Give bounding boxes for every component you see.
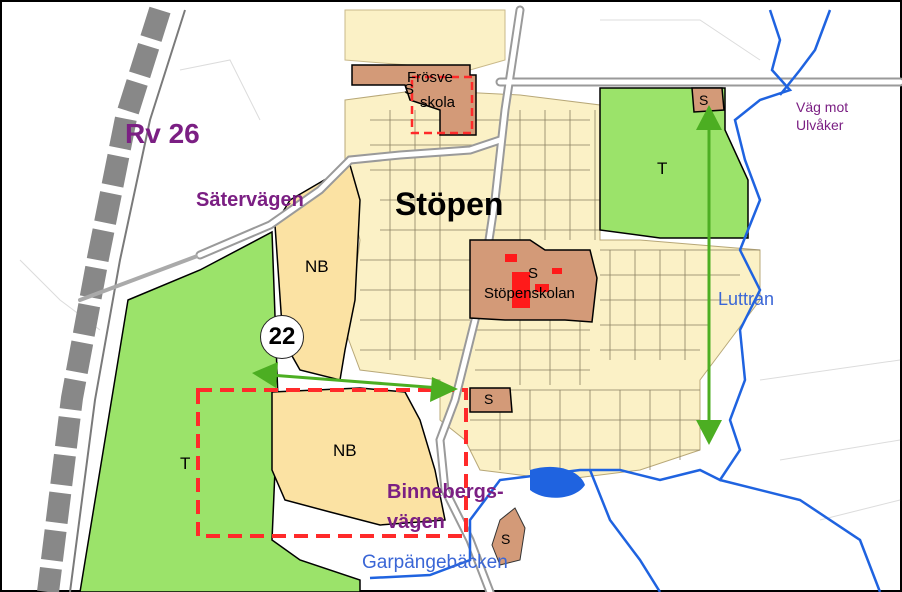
label-rv26: Rv 26 (125, 118, 200, 149)
water-streams (369, 9, 882, 592)
zone-s-top-right (691, 87, 725, 113)
label-zone-nb-lower: NB (333, 441, 357, 460)
label-garpangebacken: Garpängebäcken (362, 552, 508, 573)
zone-s-mid (469, 387, 513, 413)
label-satervagen: Sätervägen (196, 189, 304, 211)
pond (530, 466, 585, 498)
road-edges (197, 7, 902, 592)
street-grid (360, 110, 760, 470)
label-frosve-2: skola (420, 94, 456, 111)
planning-boundary-small (410, 75, 474, 135)
label-zone-t-left: T (180, 454, 191, 473)
road-rv26 (37, 6, 186, 592)
label-stopen: Stöpen (395, 186, 504, 222)
number-marker-text: 22 (268, 323, 296, 350)
planning-boundary (196, 388, 468, 538)
label-vag-mot-1: Väg mot (796, 99, 849, 115)
label-vag-mot-2: Ulvåker (796, 117, 844, 133)
zone-t-left (79, 230, 361, 592)
label-zone-nb-upper: NB (305, 257, 329, 276)
label-binnebergs-1: Binnebergs- (387, 481, 504, 503)
zone-s-bottom (491, 507, 526, 566)
label-stopenskolan: Stöpenskolan (484, 285, 575, 302)
label-s-stopenskolan: S (528, 265, 539, 282)
zone-s-frosve (351, 64, 477, 136)
label-frosve-1: Frösve (407, 69, 453, 86)
label-s-bottom: S (501, 531, 511, 547)
zone-s-stopenskolan (469, 239, 598, 323)
label-binnebergs-2: vägen (387, 511, 445, 533)
number-marker-22[interactable]: 22 (260, 315, 304, 359)
label-s-top-right: S (699, 92, 709, 108)
label-s-mid: S (484, 391, 494, 407)
label-zone-t-top: T (657, 159, 668, 178)
zone-nb-lower (271, 387, 446, 526)
green-arrows (252, 105, 722, 445)
residential-top (344, 9, 506, 71)
label-s-frosve: S (404, 81, 415, 98)
label-luttran: Luttran (718, 289, 775, 309)
